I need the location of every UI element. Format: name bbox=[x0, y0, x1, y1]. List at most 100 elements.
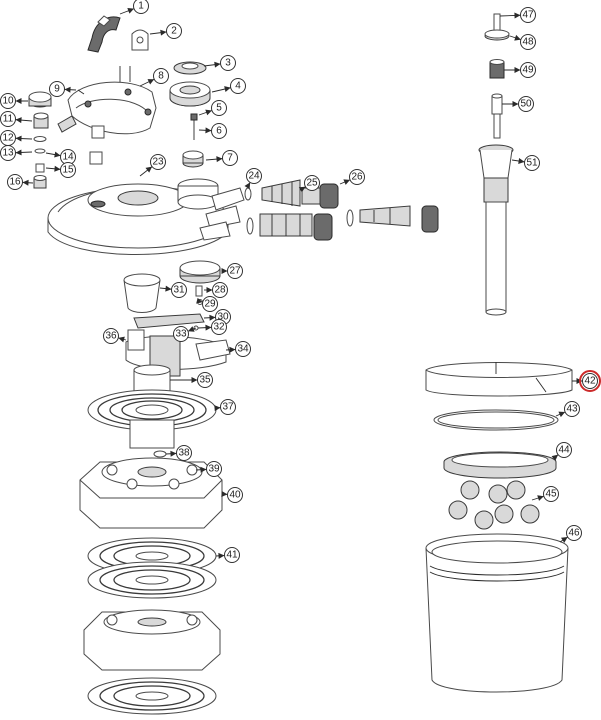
callout-circle-34 bbox=[235, 341, 251, 357]
callout-12: 12 bbox=[0, 130, 33, 146]
callout-number-29: 29 bbox=[204, 299, 216, 310]
callout-arrow-2 bbox=[160, 29, 167, 36]
callout-arrow-41 bbox=[218, 552, 225, 559]
callout-44: 44 bbox=[551, 442, 572, 461]
callout-28: 28 bbox=[204, 282, 228, 298]
callout-circle-11 bbox=[0, 111, 16, 127]
callout-arrow-9 bbox=[64, 86, 71, 93]
callout-48: 48 bbox=[509, 34, 536, 50]
callout-6: 6 bbox=[198, 123, 227, 139]
part-4-ring bbox=[169, 81, 211, 107]
part-2-bracket bbox=[131, 29, 149, 51]
part-43-o-ring bbox=[433, 409, 559, 431]
callout-number-43: 43 bbox=[566, 404, 578, 415]
callout-43: 43 bbox=[555, 401, 580, 418]
callout-number-9: 9 bbox=[54, 84, 60, 95]
callout-circle-45 bbox=[543, 486, 559, 502]
callout-circle-41 bbox=[224, 547, 240, 563]
callout-circle-1 bbox=[133, 0, 149, 14]
callout-31: 31 bbox=[159, 282, 187, 298]
callout-circle-7 bbox=[222, 150, 238, 166]
callout-arrow-30 bbox=[209, 314, 216, 321]
callout-circle-32 bbox=[211, 319, 227, 335]
callout-number-25: 25 bbox=[306, 178, 318, 189]
callout-number-1: 1 bbox=[138, 1, 144, 12]
callout-10: 10 bbox=[0, 93, 28, 109]
callout-14: 14 bbox=[45, 149, 76, 165]
part-6-screw bbox=[190, 113, 198, 140]
callout-arrow-12 bbox=[15, 135, 22, 142]
callout-arrow-13 bbox=[15, 149, 22, 156]
callout-26: 26 bbox=[339, 169, 365, 185]
callout-number-28: 28 bbox=[214, 285, 226, 296]
callout-circle-44 bbox=[556, 442, 572, 458]
callout-circle-50 bbox=[518, 96, 534, 112]
callout-number-30: 30 bbox=[217, 312, 229, 323]
callout-number-38: 38 bbox=[178, 448, 190, 459]
bottom-grid-plate bbox=[87, 677, 217, 715]
part-8-cover-plate bbox=[67, 66, 157, 135]
callout-number-11: 11 bbox=[3, 114, 14, 125]
callout-number-49: 49 bbox=[522, 65, 534, 76]
callout-circle-28 bbox=[212, 282, 228, 298]
callout-circle-46 bbox=[566, 525, 582, 541]
callout-circle-35 bbox=[197, 372, 213, 388]
callout-9: 9 bbox=[49, 81, 77, 97]
part-47-48-cap bbox=[484, 13, 510, 41]
lower-manifold bbox=[83, 609, 221, 671]
callout-number-23: 23 bbox=[152, 157, 164, 168]
part-50-sleeve bbox=[491, 93, 503, 139]
callout-number-4: 4 bbox=[235, 81, 241, 92]
callout-33: 33 bbox=[173, 326, 197, 342]
callout-circle-2 bbox=[166, 23, 182, 39]
callout-2: 2 bbox=[149, 23, 182, 39]
callout-25: 25 bbox=[298, 175, 320, 193]
part-23-main-lid bbox=[47, 178, 245, 255]
callout-39: 39 bbox=[195, 461, 222, 477]
callout-3: 3 bbox=[203, 55, 236, 71]
callout-number-41: 41 bbox=[226, 550, 238, 561]
callout-circle-5 bbox=[211, 100, 227, 116]
callout-40: 40 bbox=[221, 487, 243, 503]
callout-circle-51 bbox=[524, 155, 540, 171]
callout-47: 47 bbox=[499, 7, 536, 23]
callout-arrow-26 bbox=[343, 179, 351, 185]
callout-number-45: 45 bbox=[545, 489, 557, 500]
callout-45: 45 bbox=[531, 486, 559, 502]
callout-number-36: 36 bbox=[105, 331, 117, 342]
part-3-gear bbox=[173, 61, 207, 75]
part-41-grid-plate bbox=[87, 537, 217, 599]
callout-circle-42 bbox=[582, 373, 598, 389]
callout-arrow-5 bbox=[205, 109, 212, 116]
callout-circle-13 bbox=[0, 145, 16, 161]
callout-arrow-50 bbox=[512, 101, 519, 107]
part-1-handle bbox=[87, 15, 121, 53]
fittings-lower-row bbox=[246, 205, 439, 241]
callout-number-34: 34 bbox=[237, 344, 249, 355]
part-44-inner-lid bbox=[443, 451, 557, 479]
callout-arrow-47 bbox=[514, 12, 521, 19]
callout-arrow-40 bbox=[221, 490, 228, 497]
callout-arrow-16 bbox=[22, 179, 29, 186]
callout-7: 7 bbox=[205, 150, 238, 166]
callout-number-42: 42 bbox=[584, 376, 596, 387]
callout-arrow-27 bbox=[221, 268, 228, 274]
callout-circle-29 bbox=[202, 296, 218, 312]
callout-13: 13 bbox=[0, 145, 33, 161]
callout-arrow-24 bbox=[244, 182, 251, 190]
callout-15: 15 bbox=[45, 162, 76, 178]
callout-number-51: 51 bbox=[526, 158, 538, 169]
callout-circle-10 bbox=[0, 93, 16, 109]
callout-circle-48 bbox=[520, 34, 536, 50]
callout-number-44: 44 bbox=[558, 445, 570, 456]
callout-4: 4 bbox=[211, 78, 246, 94]
callout-24: 24 bbox=[244, 168, 262, 190]
callout-circle-23 bbox=[150, 154, 166, 170]
part-31-cup bbox=[123, 273, 161, 313]
callout-number-8: 8 bbox=[158, 71, 164, 82]
callout-circle-8 bbox=[153, 68, 169, 84]
callout-arrow-48 bbox=[514, 34, 521, 41]
callout-circle-38 bbox=[176, 445, 192, 461]
callout-circle-33 bbox=[173, 326, 189, 342]
